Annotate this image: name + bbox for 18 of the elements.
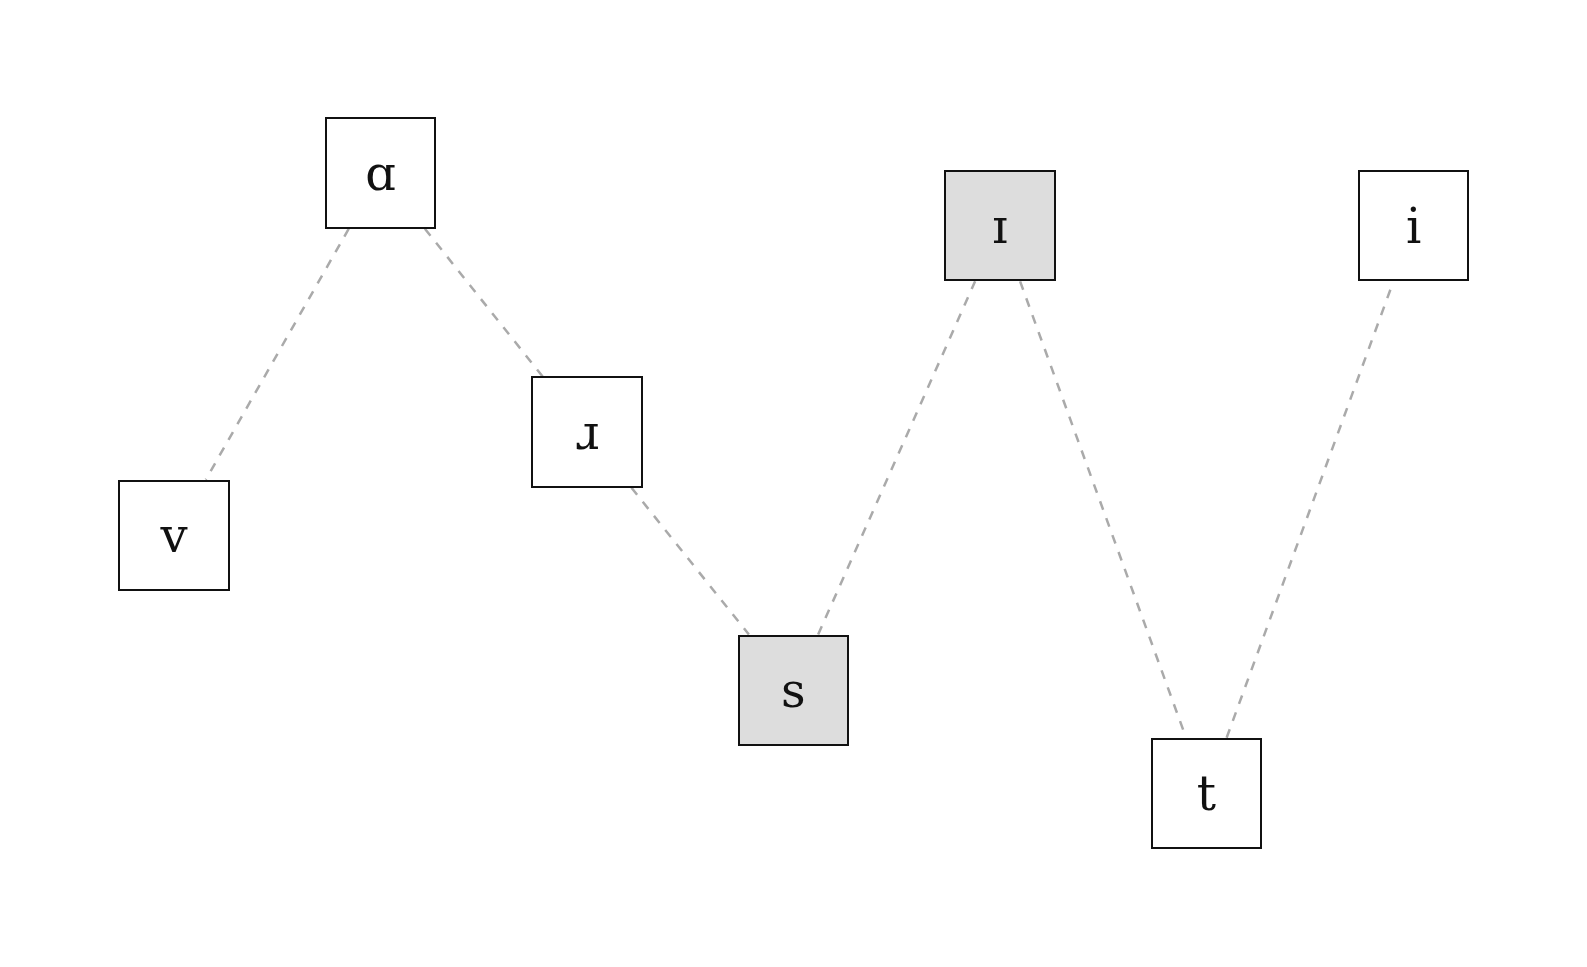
dashed-connector: [423, 227, 544, 378]
dashed-connector: [630, 487, 750, 636]
phoneme-letter: v: [160, 511, 188, 560]
letter-box: [1150, 737, 1262, 850]
letter-box: [737, 634, 850, 746]
phoneme-letter: s: [781, 666, 806, 715]
phoneme-letter: ɑ: [365, 149, 396, 198]
letter-box: [1358, 170, 1470, 282]
letter-box: [944, 170, 1056, 282]
phoneme-letter: ɪ: [992, 201, 1008, 250]
letter-box: [324, 117, 437, 229]
phoneme-letter: ɹ: [574, 408, 599, 457]
dashed-connector: [817, 280, 977, 636]
letter-box: [531, 376, 643, 488]
phoneme-letter: i: [1406, 201, 1422, 250]
letter-box: [118, 479, 230, 591]
phoneme-letter: t: [1196, 769, 1216, 818]
dashed-connector: [204, 228, 350, 481]
